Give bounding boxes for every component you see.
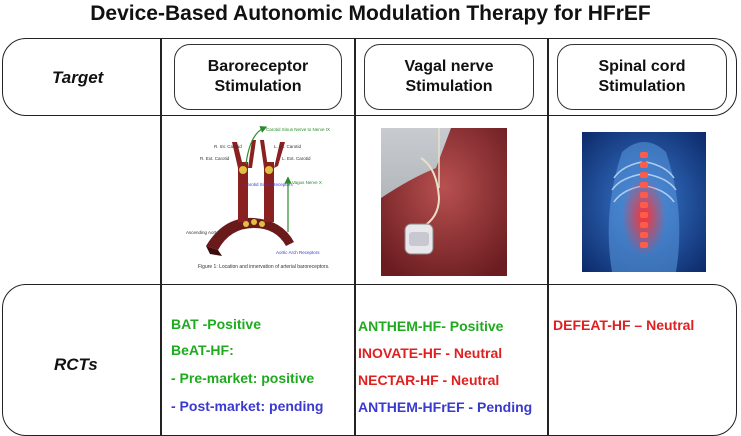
label-aortic: Aortic Arch Receptors <box>276 250 320 255</box>
label-r-ext: R. Ext. Carotid <box>200 156 230 161</box>
label-carotid-receptors: Carotid Sinus Receptors <box>244 182 294 187</box>
header-spinal-line2: Stimulation <box>598 78 686 95</box>
baroreceptor-anatomy-figure: Carotid Sinus Nerve to Nerve IX R. Int. … <box>186 126 330 270</box>
header-baro-line1: Baroreceptor <box>207 58 309 75</box>
left-carotid <box>264 162 274 222</box>
aortic-arch <box>206 217 294 250</box>
label-ascending: Ascending Aorta <box>186 230 219 235</box>
label-l-int: L. Int. Carotid <box>274 144 302 149</box>
header-vagal-line2: Stimulation <box>405 78 493 95</box>
rcts-row-frame <box>2 284 737 436</box>
spinal-cord-image <box>582 132 706 272</box>
header-vagal-line1: Vagal nerve <box>404 58 494 75</box>
rct-item-vagal-0: ANTHEM-HF- Positive <box>358 318 504 334</box>
label-carotid-sinus: Carotid Sinus Nerve to Nerve IX <box>266 127 330 132</box>
rct-item-vagal-1: INOVATE-HF - Neutral <box>358 345 503 361</box>
header-baro-line2: Stimulation <box>214 78 302 95</box>
label-r-int: R. Int. Carotid <box>214 144 242 149</box>
rct-item-vagal-2: NECTAR-HF - Neutral <box>358 372 500 388</box>
figure-caption: Figure 1: Location and innervation of ar… <box>198 264 329 270</box>
column-divider-2 <box>354 38 356 436</box>
label-vagus: Vagus Nerve X <box>292 180 322 185</box>
rct-item-baro-1: BeAT-HF: <box>171 342 234 358</box>
column-divider-3 <box>547 38 549 436</box>
page-title: Device-Based Autonomic Modulation Therap… <box>90 2 651 25</box>
right-carotid <box>238 162 248 222</box>
row-label-target: Target <box>52 68 104 87</box>
vagal-nerve-device-image <box>381 128 507 276</box>
row-label-rcts: RCTs <box>54 355 98 374</box>
header-spinal-line1: Spinal cord <box>598 58 686 75</box>
rct-item-vagal-3: ANTHEM-HFrEF - Pending <box>358 399 533 415</box>
column-divider-1 <box>160 38 162 436</box>
rct-item-baro-0: BAT -Positive <box>171 316 261 332</box>
label-l-ext: L. Ext. Carotid <box>282 156 311 161</box>
rct-item-baro-2: - Pre-market: positive <box>171 370 315 386</box>
ascending-aorta <box>206 246 222 256</box>
rct-item-baro-3: - Post-market: pending <box>171 398 324 414</box>
rct-item-spinal-0: DEFEAT-HF – Neutral <box>553 317 695 333</box>
